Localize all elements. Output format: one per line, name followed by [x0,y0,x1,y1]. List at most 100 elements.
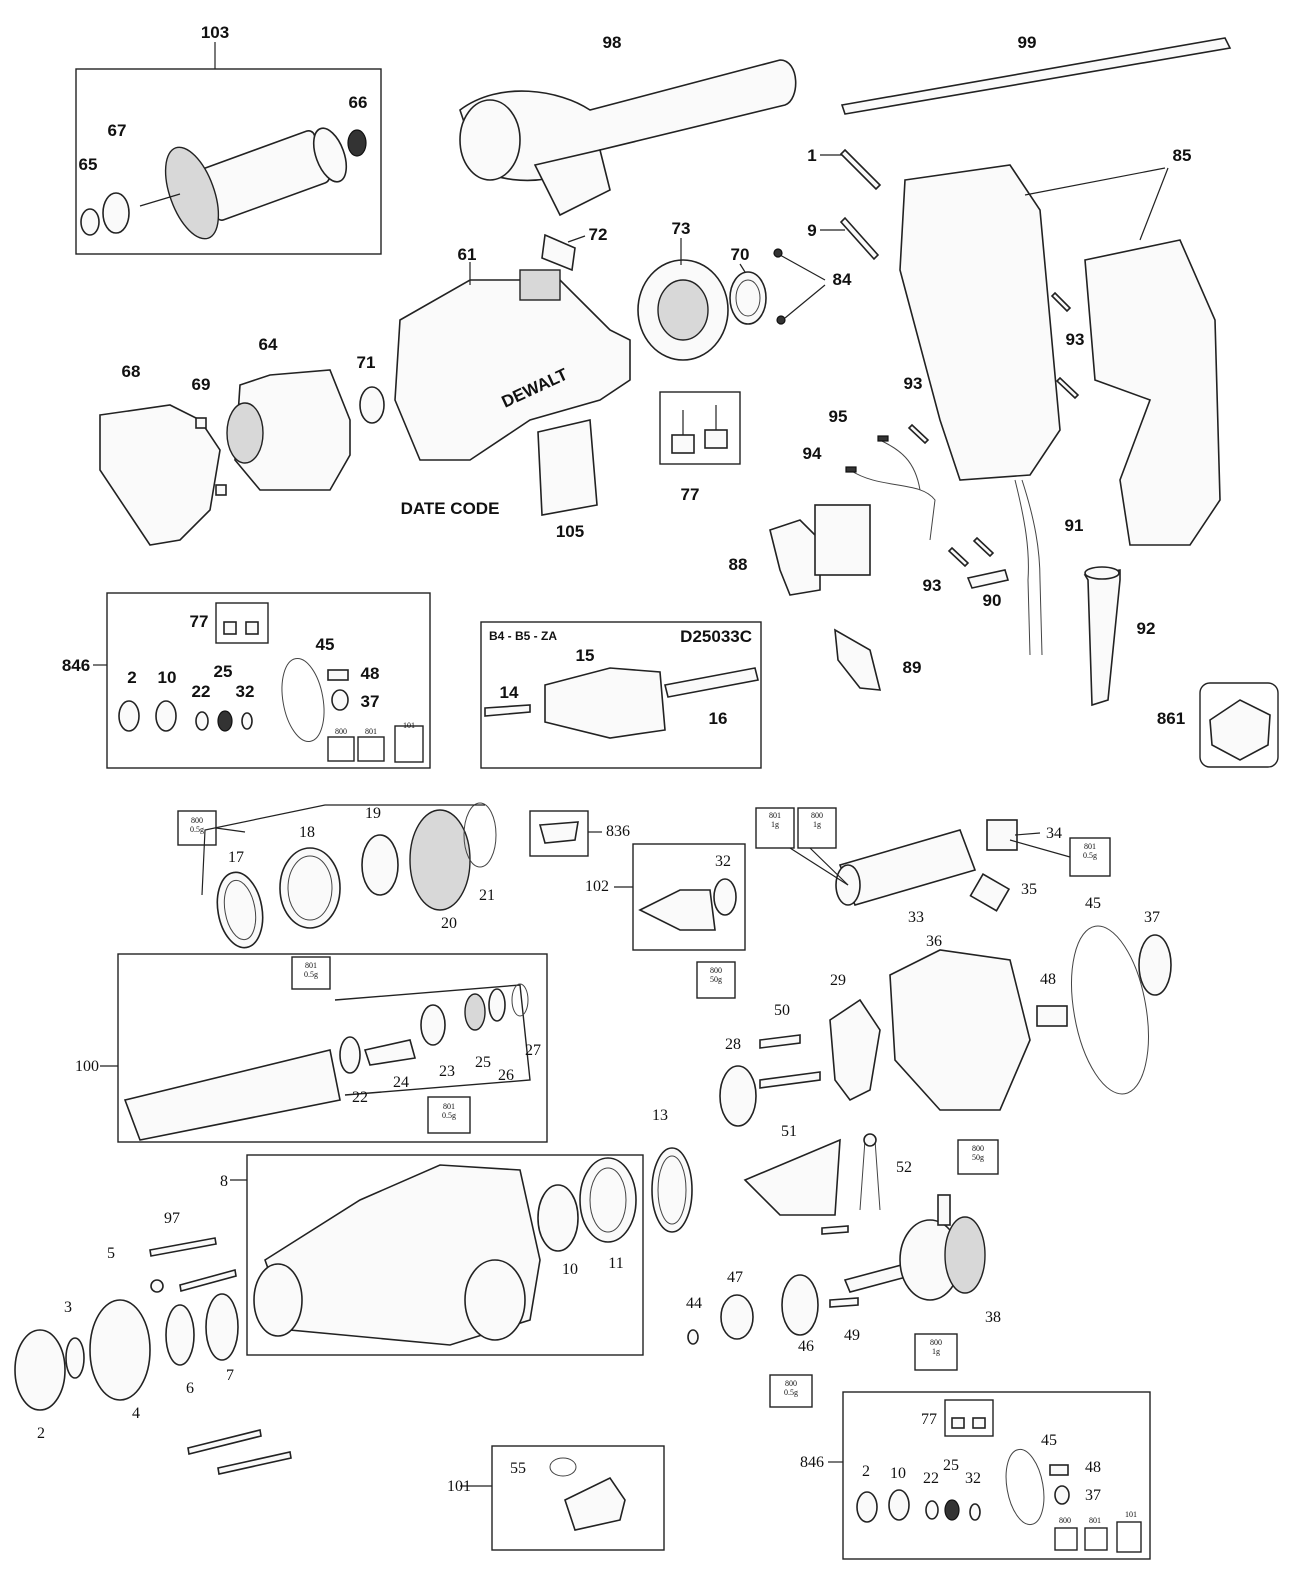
kit-part-label: 10 [890,1465,906,1482]
callout-label: 4 [132,1405,140,1422]
callout-label: 98 [603,33,622,52]
callout-label: 71 [357,353,376,372]
switch [769,504,871,596]
leader-lines [100,827,1071,1487]
grease-amount: 0.5g [304,970,318,979]
callout-label: 10 [562,1261,578,1278]
rear-cap [99,404,221,546]
callout-label: 28 [725,1036,741,1053]
chuck-part-label: 14 [500,683,519,702]
callout-label: 861 [1157,709,1185,728]
callout-label: 84 [833,270,852,289]
callout-label: 5 [107,1245,115,1262]
chuck-part-label: 15 [576,646,595,665]
callout-label: 92 [1137,619,1156,638]
callout-label: 46 [798,1338,814,1355]
kit-ref-label: 846 [800,1454,824,1471]
callout-label: 89 [903,658,922,677]
kit-icon-label: 800 [1059,1516,1071,1525]
callout-label: 36 [926,933,942,950]
callout-label: 25 [475,1054,491,1071]
motor-housing [899,164,1221,546]
callout-label: 55 [510,1460,526,1477]
callout-label: 20 [441,915,457,932]
callout-label: 70 [731,245,750,264]
cylinder-body [889,949,1031,1111]
callout-label: 66 [349,93,368,112]
kit-part-label: 25 [214,662,233,681]
callout-label: 52 [896,1159,912,1176]
kit-part-label: 77 [921,1411,937,1428]
callout-label: 103 [201,23,229,42]
callout-label: 1 [807,146,816,165]
callout-label: 64 [259,335,278,354]
gear-housing: DEWALT [394,262,631,461]
chuck-variant-label: B4 - B5 - ZA [489,629,557,643]
grease-amount: 0.5g [190,825,204,834]
callout-label: 8 [220,1173,228,1190]
callout-label: 45 [1085,895,1101,912]
grease-amount: 1g [932,1347,940,1356]
kit-part-label: 2 [127,668,136,687]
side-handle [459,59,797,217]
callout-label: 72 [589,225,608,244]
callout-label: 67 [108,121,127,140]
callout-label: 47 [727,1269,743,1286]
callout-label: 11 [608,1255,623,1272]
callout-label: 24 [393,1074,409,1091]
kit-icon-label: 101 [403,721,415,730]
callout-label: 91 [1065,516,1084,535]
callout-label: 48 [1040,971,1056,988]
chuck-model-label: D25033C [680,627,752,646]
callout-label: 90 [983,591,1002,610]
kit-part-label: 45 [1041,1432,1057,1449]
callout-label: 29 [830,972,846,989]
kit-icon-label: 800 [335,727,347,736]
kit-part-label: 22 [192,682,211,701]
grease-amount: 50g [972,1153,984,1162]
kit-icon-label: 801 [365,727,377,736]
grease-amount: 50g [710,975,722,984]
callout-label: 7 [226,1367,234,1384]
service-kit-846-bottom [828,1391,1151,1560]
callout-label: 95 [829,407,848,426]
kit-icon-label: 801 [1089,1516,1101,1525]
kit-part-label: 2 [862,1463,870,1480]
callout-label: 68 [122,362,141,381]
callout-label: 85 [1173,146,1192,165]
callout-label: 3 [64,1299,72,1316]
callout-label: 105 [556,522,584,541]
callout-label: 61 [458,245,477,264]
chuck-option-box [480,621,762,769]
callout-label: 101 [447,1478,471,1495]
kit-part-label: 45 [316,635,335,654]
chuck-part-label: 16 [709,709,728,728]
grease-code: 801 [305,961,317,970]
piston-assembly-box [117,953,548,1143]
callout-label: 99 [1018,33,1037,52]
callout-label: 38 [985,1309,1001,1326]
kit-part-label: 10 [158,668,177,687]
callout-label: 34 [1046,825,1062,842]
callout-label: 93 [923,576,942,595]
grease-amount: 0.5g [1083,851,1097,860]
grease-amount: 0.5g [442,1111,456,1120]
callout-label: 97 [164,1210,180,1227]
callout-label: 93 [904,374,923,393]
callout-label: 37 [1144,909,1160,926]
callout-label: 88 [729,555,748,574]
callout-label: 102 [585,878,609,895]
grease-code: 801 [1084,842,1096,851]
kit-part-label: 25 [943,1457,959,1474]
kit-part-label: 77 [190,612,209,631]
callout-label: 49 [844,1327,860,1344]
callout-label: 18 [299,824,315,841]
callout-label: 32 [715,853,731,870]
service-kit-846-top [93,592,431,769]
callout-label: 50 [774,1002,790,1019]
callout-label: 94 [803,444,822,463]
front-housing-box [246,1154,644,1356]
callout-label: 65 [79,155,98,174]
callout-label: 2 [37,1425,45,1442]
